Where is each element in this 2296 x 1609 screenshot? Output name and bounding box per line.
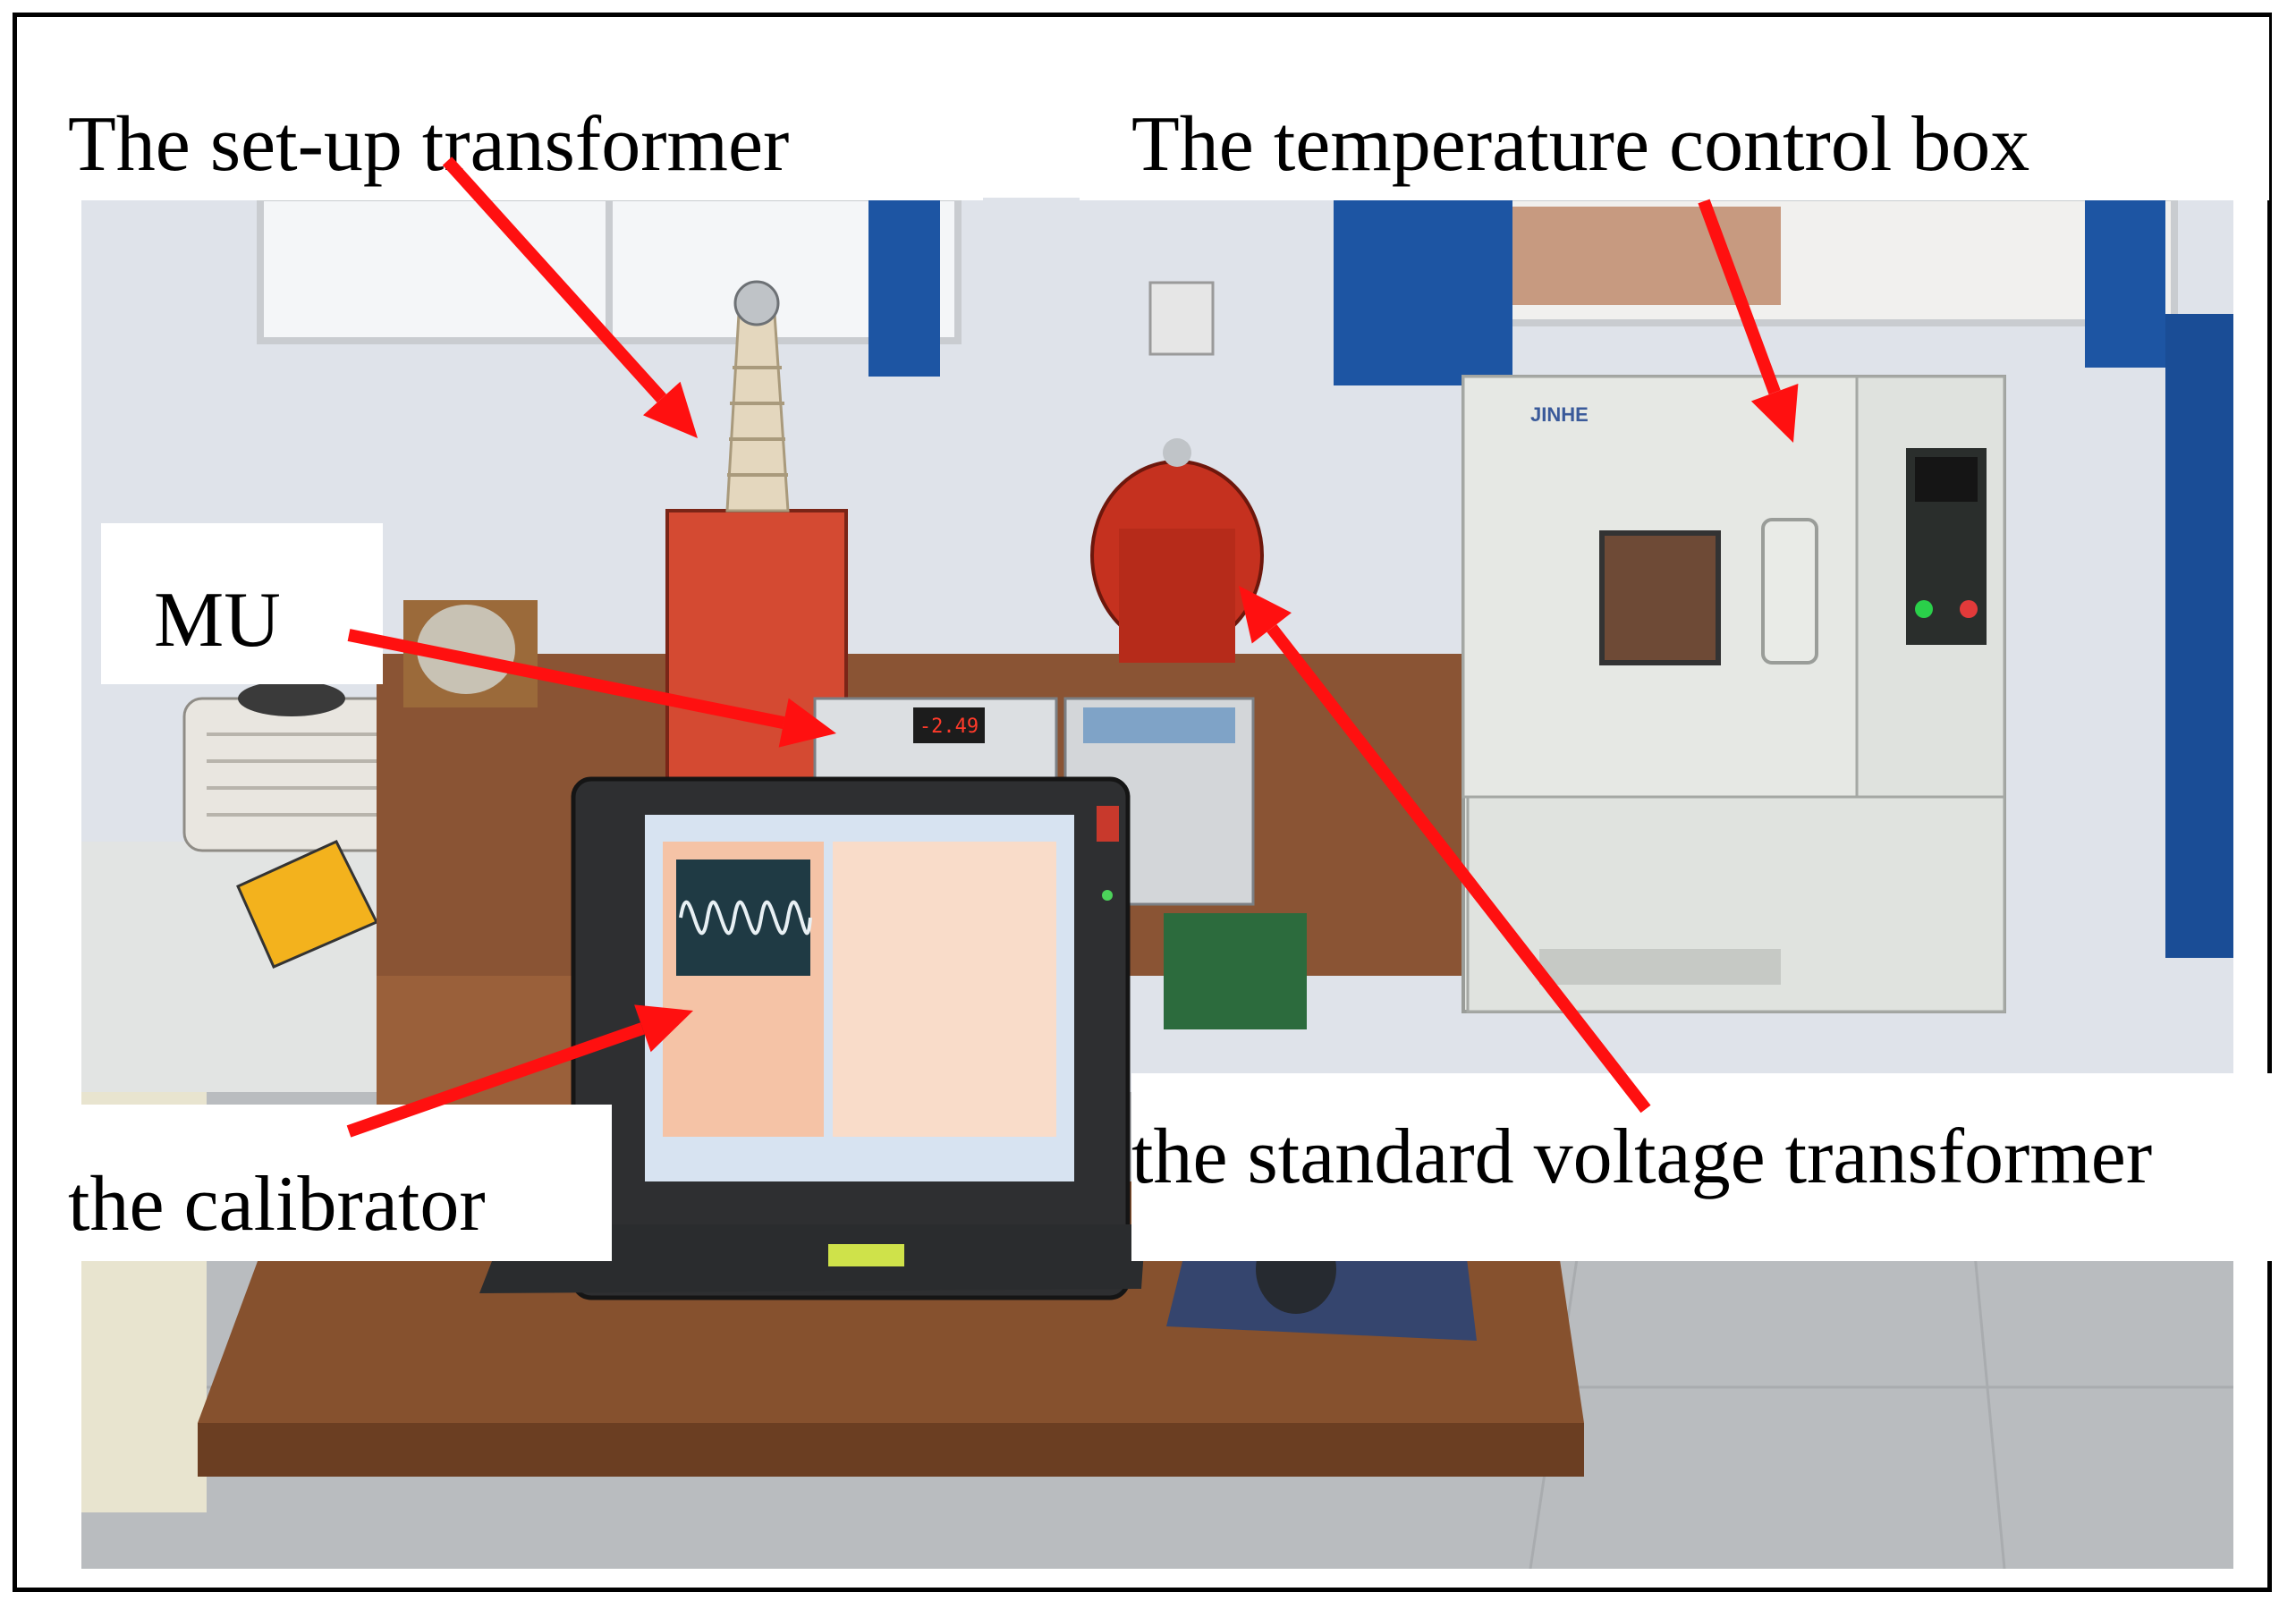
mu-label: MU [154,577,281,664]
mu-label-bg [101,523,383,684]
lab-photo: -2.49 JINHE [81,198,2233,1569]
meter-display: -2.49 [919,716,979,738]
setup-transformer-label: The set-up transformer [68,101,790,188]
lab-photo-drawing: -2.49 JINHE [81,198,2233,1569]
temperature-box-label-bg [1080,17,2269,200]
standard-vt-label: the standard voltage transformer [1131,1114,2153,1200]
calibrator-label: the calibrator [68,1161,486,1248]
temperature-box-label: The temperature control box [1131,101,2030,188]
chamber-brand: JINHE [1530,403,1589,426]
